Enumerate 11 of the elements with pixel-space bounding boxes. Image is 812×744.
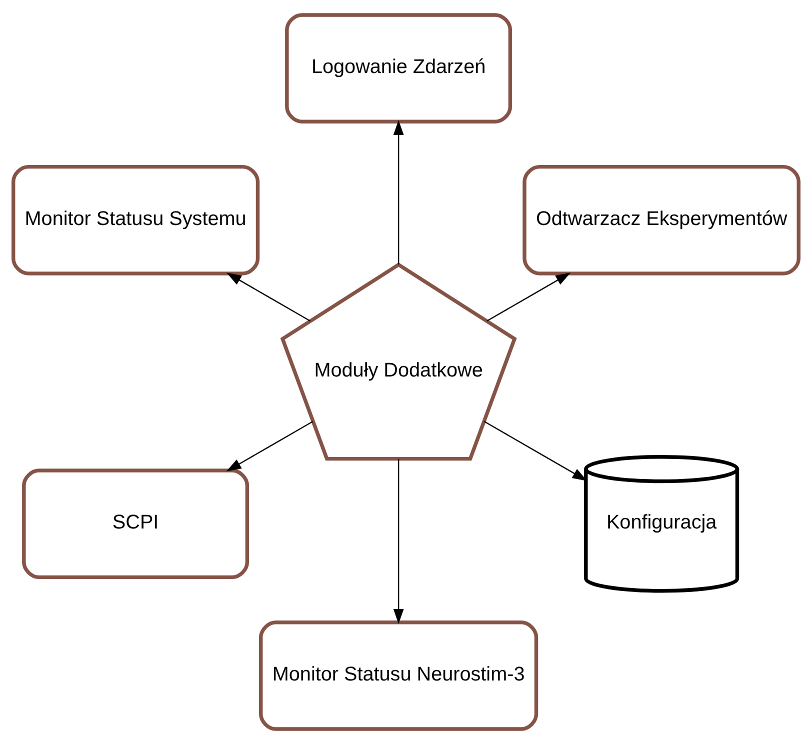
arrow	[393, 459, 404, 624]
node-box: SCPI	[22, 468, 250, 580]
arrow	[226, 420, 314, 472]
arrow	[484, 420, 588, 481]
arrow	[226, 272, 311, 322]
node-box: Monitor Statusu Systemu	[12, 164, 260, 276]
arrow	[393, 120, 404, 264]
node-box: Odtwarzacz Eksperymentów	[522, 164, 800, 276]
node-box: Logowanie Zdarzeń	[285, 13, 512, 124]
node-box: Monitor Statusu Neurostim-3	[259, 620, 538, 731]
arrow	[486, 272, 571, 322]
